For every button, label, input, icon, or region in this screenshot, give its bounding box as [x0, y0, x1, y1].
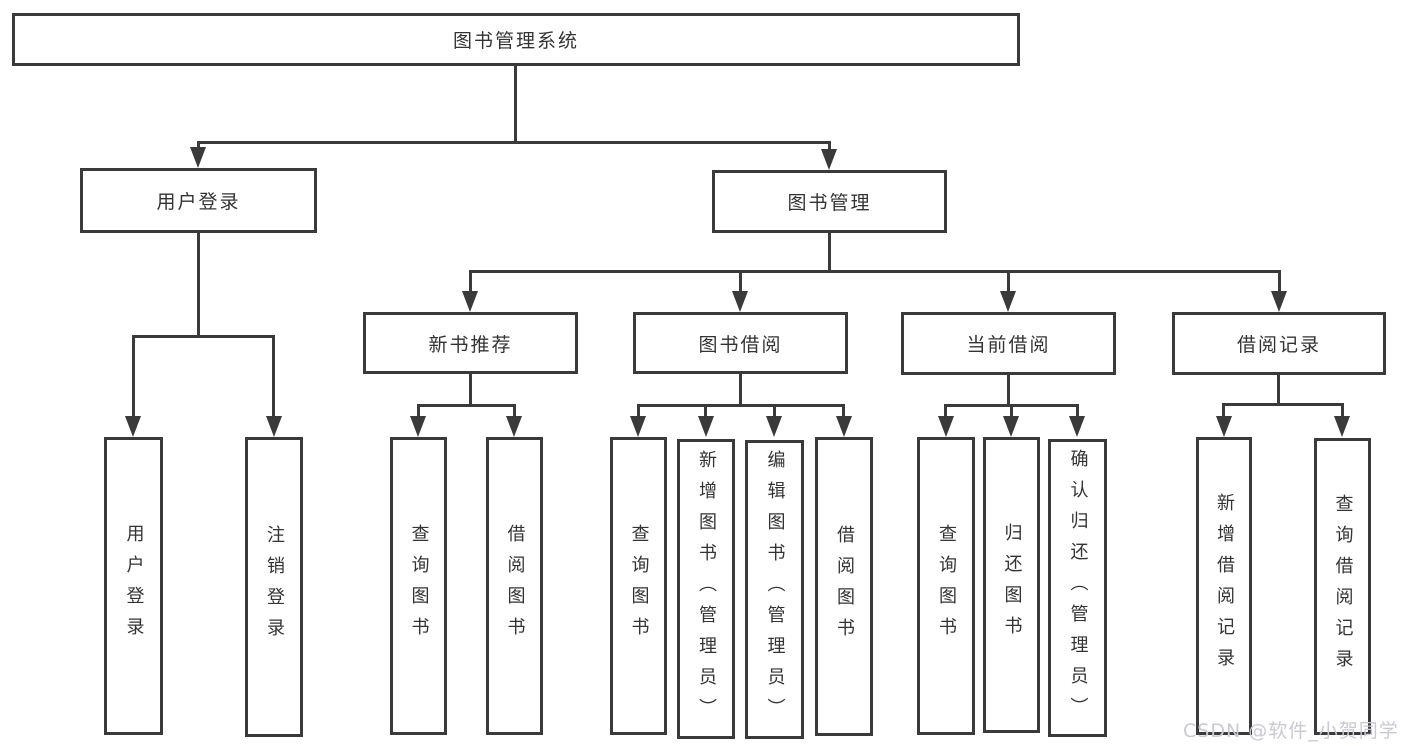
node-label: 图书管理 — [787, 192, 872, 214]
arrowhead-icon — [1216, 416, 1232, 437]
connector-book-management-split — [469, 270, 1281, 273]
connector-borrow-records-stem — [1277, 375, 1280, 406]
connector-root-split — [197, 141, 831, 144]
leaf-borrow-books: 借阅图书 — [486, 437, 543, 735]
node-label: 借阅记录 — [1236, 334, 1321, 356]
connector-branch-user-login — [197, 141, 200, 151]
leaf-label: 编辑图书（管理员） — [764, 450, 786, 729]
connector-current-borrow-stem — [1007, 375, 1010, 407]
connector-branch-leaf — [1222, 403, 1225, 419]
arrowhead-icon — [410, 416, 426, 437]
leaf-confirm-return-admin: 确认归还（管理员） — [1048, 439, 1107, 737]
node-label: 当前借阅 — [966, 334, 1051, 356]
connector-branch-leaf — [944, 404, 947, 419]
leaf-label: 注销登录 — [264, 525, 285, 649]
connector-book-borrow-split — [637, 404, 845, 407]
node-label: 图书管理系统 — [452, 30, 579, 52]
arrowhead-icon — [698, 416, 714, 437]
node-new-book-recommend: 新书推荐 — [363, 312, 578, 374]
arrowhead-icon — [125, 416, 141, 437]
csdn-watermark: CSDN @软件_小贺同学 — [1183, 716, 1399, 743]
leaf-label: 借阅图书 — [504, 524, 526, 648]
arrowhead-icon — [938, 416, 954, 437]
connector-branch-leaf — [1010, 404, 1013, 419]
leaf-label: 归还图书 — [1001, 523, 1023, 647]
watermark-text: CSDN @软件_小贺同学 — [1183, 720, 1399, 742]
leaf-label: 查询图书 — [628, 524, 650, 648]
connector-new-book-split — [417, 404, 516, 407]
node-current-borrow: 当前借阅 — [901, 312, 1116, 375]
connector-branch-borrow-records — [1278, 270, 1281, 294]
connector-branch-new-book — [469, 270, 472, 294]
leaf-label: 用户登录 — [123, 524, 145, 648]
leaf-add-book-admin: 新增图书（管理员） — [677, 439, 735, 739]
connector-branch-user-login-leaf — [132, 335, 135, 418]
leaf-label: 新增图书（管理员） — [696, 449, 717, 729]
arrowhead-icon — [1271, 291, 1287, 312]
connector-root-stem — [514, 64, 517, 144]
arrowhead-icon — [1069, 416, 1085, 437]
leaf-label: 新增借阅记录 — [1214, 493, 1235, 679]
arrowhead-icon — [732, 291, 748, 312]
connector-book-borrow-stem — [739, 374, 742, 407]
leaf-query-books: 查询图书 — [917, 437, 975, 735]
arrowhead-icon — [766, 416, 782, 437]
leaf-user-login: 用户登录 — [104, 437, 163, 735]
arrowhead-icon — [1334, 416, 1350, 437]
node-book-borrow: 图书借阅 — [633, 312, 848, 374]
leaf-edit-book-admin: 编辑图书（管理员） — [745, 440, 804, 739]
connector-branch-book-borrow — [739, 270, 742, 294]
leaf-label: 查询图书 — [936, 524, 957, 648]
node-borrow-records: 借阅记录 — [1172, 312, 1386, 375]
node-book-management: 图书管理 — [712, 170, 947, 233]
node-label: 新书推荐 — [428, 333, 513, 356]
connector-book-management-stem — [828, 233, 831, 273]
leaf-query-books: 查询图书 — [610, 437, 667, 735]
node-label: 图书借阅 — [698, 333, 783, 356]
leaf-label: 借阅图书 — [834, 524, 855, 649]
leaf-query-books: 查询图书 — [390, 437, 447, 735]
arrowhead-icon — [190, 147, 206, 168]
leaf-borrow-books: 借阅图书 — [815, 437, 873, 736]
arrowhead-icon — [821, 149, 837, 170]
arrowhead-icon — [1003, 416, 1019, 437]
arrowhead-icon — [506, 416, 522, 437]
connector-branch-logout-leaf — [272, 335, 275, 418]
connector-branch-leaf — [417, 404, 420, 419]
node-label: 用户登录 — [156, 191, 241, 213]
leaf-label: 确认归还（管理员） — [1067, 448, 1089, 728]
connector-branch-book-management — [828, 141, 831, 153]
connector-branch-leaf — [842, 404, 845, 419]
leaf-label: 查询借阅记录 — [1332, 493, 1354, 680]
node-user-login: 用户登录 — [80, 168, 317, 233]
connector-user-login-stem — [197, 233, 200, 337]
connector-branch-leaf — [637, 404, 640, 419]
arrowhead-icon — [462, 291, 478, 312]
connector-branch-leaf — [773, 404, 776, 419]
connector-borrow-records-split — [1222, 403, 1344, 406]
leaf-label: 查询图书 — [408, 524, 430, 648]
connector-branch-current-borrow — [1007, 270, 1010, 294]
arrowhead-icon — [836, 416, 852, 437]
connector-branch-leaf — [1076, 404, 1079, 419]
connector-branch-leaf — [513, 404, 516, 419]
connector-new-book-stem — [469, 374, 472, 407]
node-library-management-system: 图书管理系统 — [12, 13, 1020, 66]
leaf-add-borrow-record: 新增借阅记录 — [1196, 437, 1252, 735]
arrowhead-icon — [630, 416, 646, 437]
leaf-return-book: 归还图书 — [983, 437, 1040, 733]
connector-branch-leaf — [704, 404, 707, 419]
leaf-logout: 注销登录 — [245, 437, 303, 737]
connector-branch-leaf — [1341, 403, 1344, 419]
arrowhead-icon — [1000, 291, 1016, 312]
arrowhead-icon — [266, 416, 282, 437]
leaf-query-borrow-record: 查询借阅记录 — [1314, 438, 1371, 735]
connector-user-login-split — [132, 335, 275, 338]
